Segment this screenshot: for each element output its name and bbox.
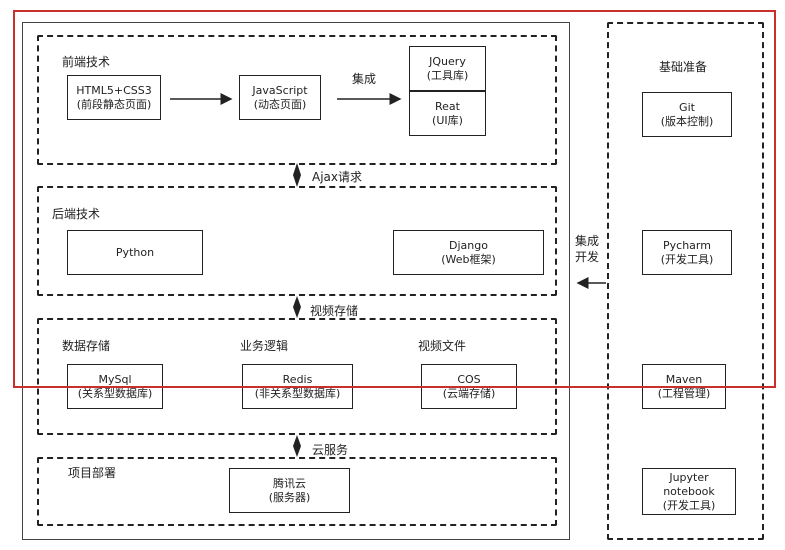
business-logic-title: 业务逻辑 xyxy=(240,339,289,353)
django-sub: (Web框架) xyxy=(441,252,496,266)
mysql-sub: (关系型数据库) xyxy=(77,386,153,400)
jupyter-label: Jupyter xyxy=(669,470,709,484)
react-node: Reat (UI库) xyxy=(409,91,486,136)
react-sub: (UI库) xyxy=(432,113,463,127)
ajax-label: Ajax请求 xyxy=(312,170,362,184)
tencent-cloud-node: 腾讯云 (服务器) xyxy=(229,468,350,513)
cloud-service-connector xyxy=(293,435,301,457)
integrate-dev-line2: 开发 xyxy=(575,250,600,264)
html-css-label: HTML5+CSS3 xyxy=(76,83,152,97)
backend-title: 后端技术 xyxy=(52,207,101,221)
jquery-node: JQuery (工具库) xyxy=(409,46,486,91)
react-label: Reat xyxy=(435,99,460,113)
django-label: Django xyxy=(449,238,488,252)
tencent-cloud-sub: (服务器) xyxy=(268,490,311,504)
redis-sub: (非关系型数据库) xyxy=(254,386,341,400)
mysql-label: MySql xyxy=(98,372,132,386)
tencent-cloud-label: 腾讯云 xyxy=(273,476,306,490)
javascript-node: JavaScript (动态页面) xyxy=(239,75,321,120)
cos-sub: (云端存储) xyxy=(442,386,496,400)
django-node: Django (Web框架) xyxy=(393,230,544,275)
jquery-label: JQuery xyxy=(429,54,466,68)
prep-section xyxy=(607,22,764,540)
video-file-title: 视频文件 xyxy=(418,339,467,353)
video-storage-label: 视频存储 xyxy=(310,304,359,318)
video-storage-connector xyxy=(293,296,301,318)
integrate-dev-label: 集成 开发 xyxy=(575,233,599,265)
maven-sub: (工程管理) xyxy=(657,386,711,400)
cos-label: COS xyxy=(457,372,481,386)
javascript-label: JavaScript xyxy=(252,83,308,97)
redis-label: Redis xyxy=(282,372,313,386)
data-storage-title: 数据存储 xyxy=(62,339,111,353)
jupyter-node: Jupyter notebook (开发工具) xyxy=(642,468,736,515)
cloud-service-label: 云服务 xyxy=(312,443,349,457)
architecture-container xyxy=(22,22,570,540)
javascript-sub: (动态页面) xyxy=(253,97,307,111)
deploy-title: 项目部署 xyxy=(68,466,117,480)
git-node: Git (版本控制) xyxy=(642,92,732,137)
frontend-title: 前端技术 xyxy=(62,55,111,69)
jquery-sub: (工具库) xyxy=(426,68,469,82)
git-label: Git xyxy=(679,100,695,114)
storage-section xyxy=(37,318,557,435)
integrate-dev-line1: 集成 xyxy=(575,234,600,248)
jupyter-label-2: notebook xyxy=(663,484,715,498)
git-sub: (版本控制) xyxy=(660,114,714,128)
python-node: Python xyxy=(67,230,203,275)
python-label: Python xyxy=(115,245,155,259)
maven-label: Maven xyxy=(665,372,703,386)
ajax-connector xyxy=(293,163,301,187)
prep-title: 基础准备 xyxy=(659,60,708,74)
pycharm-label: Pycharm xyxy=(663,238,711,252)
pycharm-node: Pycharm (开发工具) xyxy=(642,230,732,275)
jupyter-sub: (开发工具) xyxy=(662,498,716,512)
html-css-node: HTML5+CSS3 (前段静态页面) xyxy=(67,75,161,120)
integrate-label: 集成 xyxy=(352,72,377,86)
html-css-sub: (前段静态页面) xyxy=(76,97,152,111)
pycharm-sub: (开发工具) xyxy=(660,252,714,266)
deploy-section xyxy=(37,457,557,526)
